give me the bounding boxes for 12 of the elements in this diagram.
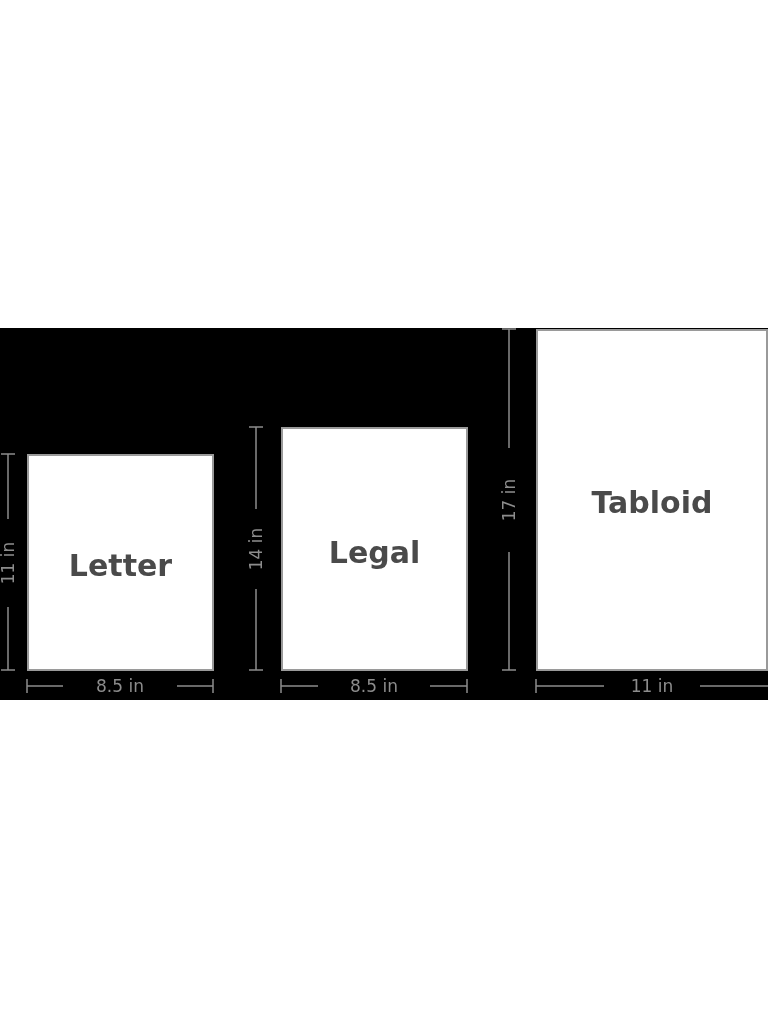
paper-sheet bbox=[27, 454, 214, 671]
dimension-label: 17 in bbox=[500, 478, 518, 522]
dimension-label: 8.5 in bbox=[96, 677, 144, 695]
dimension-label: 8.5 in bbox=[350, 677, 398, 695]
paper-size-name: Letter bbox=[68, 548, 173, 582]
dimension-label: 14 in bbox=[247, 527, 265, 571]
dimension-label: 11 in bbox=[630, 677, 674, 695]
paper-sheet bbox=[536, 329, 768, 671]
dimension-label: 11 in bbox=[0, 541, 17, 585]
paper-sheet bbox=[281, 427, 468, 671]
paper-size-name: Tabloid bbox=[591, 485, 713, 519]
paper-size-name: Legal bbox=[328, 535, 421, 569]
